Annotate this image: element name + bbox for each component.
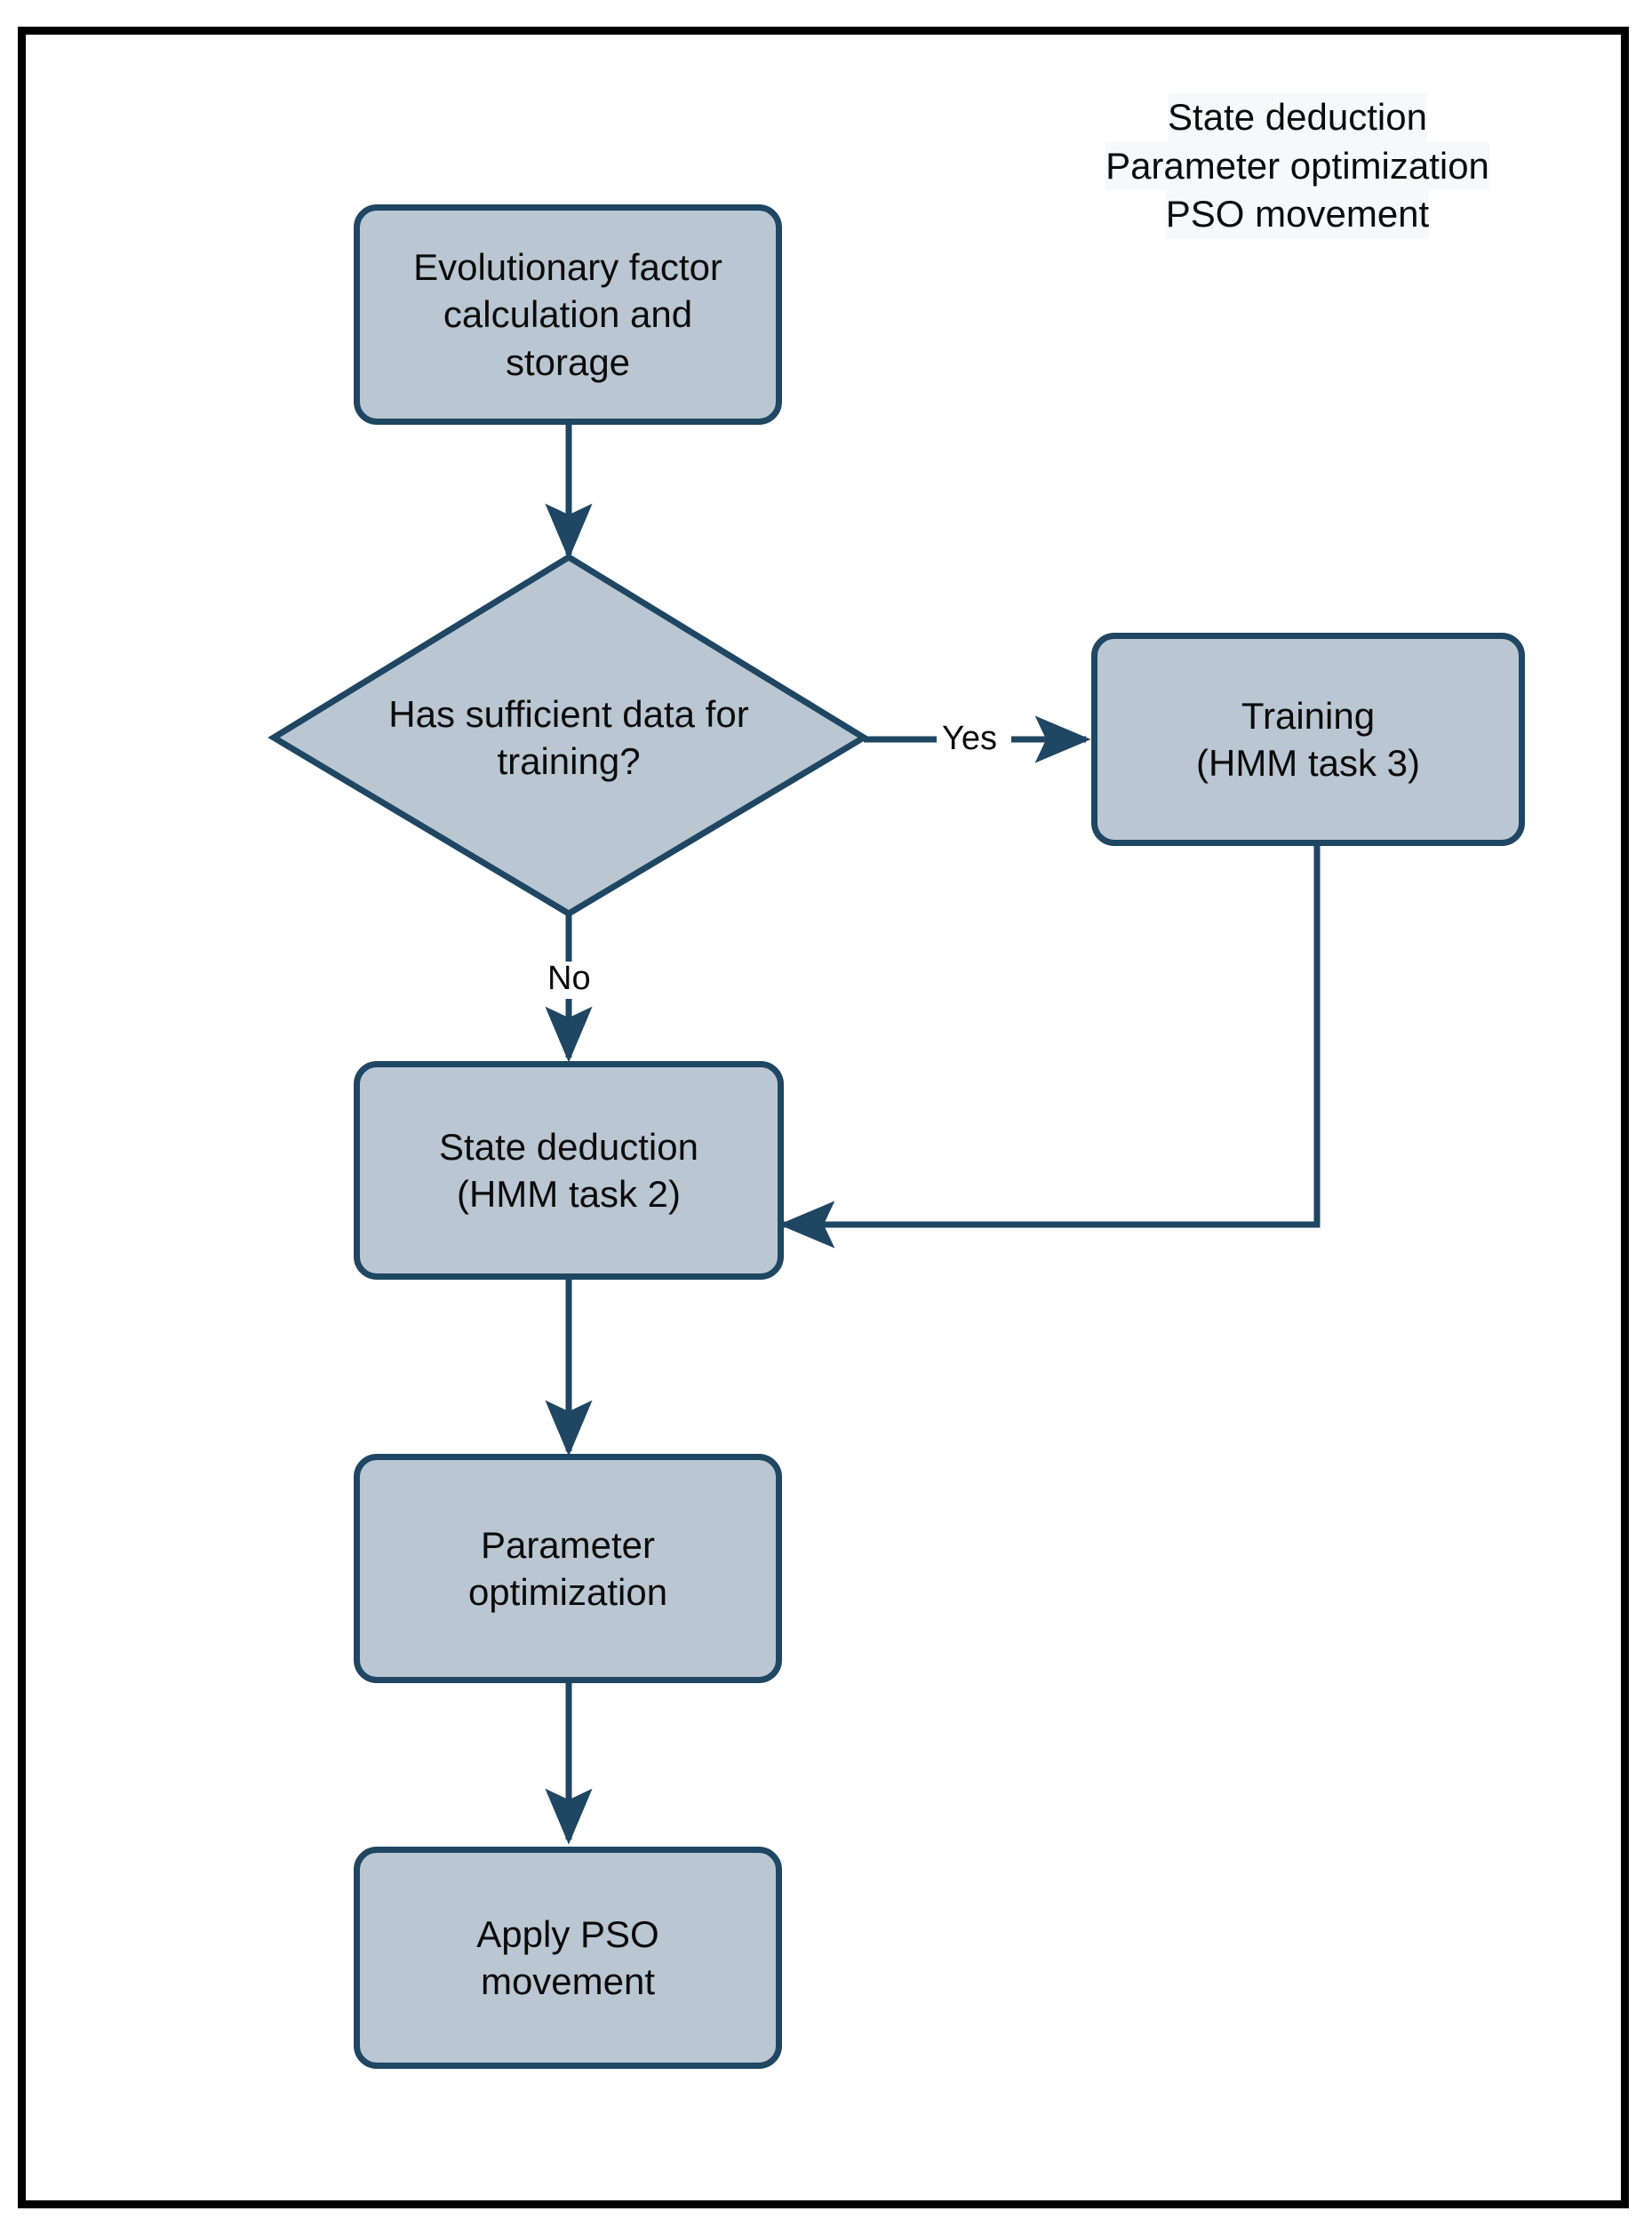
node-apply-pso-movement[interactable]: Apply PSO movement — [354, 1847, 782, 2069]
legend-line-2: Parameter optimization — [1105, 141, 1489, 191]
edge-training-feedback — [778, 846, 1321, 1249]
page-border-frame — [18, 27, 1629, 2208]
node-state-deduction-hmm-task-2[interactable]: State deduction (HMM task 2) — [354, 1061, 784, 1280]
legend-line-1: State deduction — [1168, 93, 1427, 142]
node-parameter-optimization[interactable]: Parameter optimization — [354, 1454, 782, 1683]
node-training-hmm-task-3[interactable]: Training (HMM task 3) — [1091, 633, 1525, 846]
edge-label-yes: Yes — [937, 722, 1002, 755]
legend-note: State deduction Parameter optimization P… — [1049, 93, 1546, 239]
edge-label-no: No — [542, 962, 596, 995]
node-evolutionary-factor[interactable]: Evolutionary factor calculation and stor… — [354, 204, 782, 425]
legend-line-3: PSO movement — [1165, 190, 1430, 239]
decision-diamond-shape[interactable] — [267, 553, 870, 918]
